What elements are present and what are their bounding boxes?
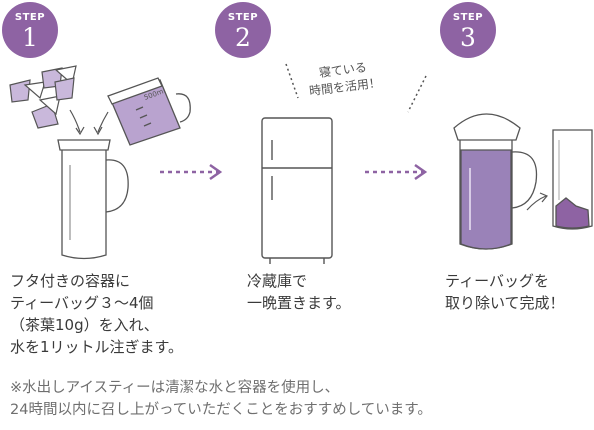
step-1-badge: STEP 1 — [2, 2, 58, 58]
process-illustration: 500ml — [9, 63, 593, 264]
step-1-number: 1 — [22, 23, 38, 52]
arrow-icon — [526, 195, 547, 211]
step-2-badge: STEP 2 — [215, 2, 271, 58]
caption-line: 冷蔵庫で — [247, 272, 308, 290]
caption-line: 水を1リットル注ぎます。 — [10, 338, 184, 356]
step-3-label: STEP — [452, 12, 484, 23]
glass-icon — [552, 129, 593, 230]
pitcher-icon — [57, 139, 129, 260]
step-2-caption: 冷蔵庫で 一晩置きます。 — [247, 270, 351, 314]
step-3-number: 3 — [460, 23, 476, 52]
measuring-cup-icon: 500ml — [107, 77, 191, 146]
refrigerator-icon — [261, 117, 333, 264]
step-3-caption: ティーバッグを 取り除いて完成！ — [445, 270, 565, 314]
caption-line: ティーバッグ３～4個 — [10, 294, 154, 312]
tea-bag-icon — [54, 77, 75, 101]
caption-line: 取り除いて完成！ — [445, 294, 565, 312]
arrow-down-icon — [97, 111, 109, 133]
tea-bag-icon — [9, 79, 46, 103]
caption-line: 一晩置きます。 — [247, 294, 351, 312]
step-2-label: STEP — [227, 12, 259, 23]
footnote-line: ※水出しアイスティーは清潔な水と容器を使用し、 — [10, 380, 340, 396]
caption-line: フタ付きの容器に — [10, 272, 131, 290]
arrow-down-icon — [69, 109, 81, 133]
tea-pitcher-icon — [453, 113, 538, 250]
arrow-head-icon — [414, 163, 428, 181]
caption-line: （茶葉10g）を入れ、 — [10, 316, 159, 334]
step-1-label: STEP — [14, 12, 46, 23]
tea-bag-icon — [31, 95, 61, 129]
footnote-line: 24時間以内に召し上がっていただくことをおすすめしています。 — [10, 402, 432, 418]
step-2-number: 2 — [235, 23, 251, 52]
step-3-badge: STEP 3 — [440, 2, 496, 58]
step-1-caption: フタ付きの容器に ティーバッグ３～4個 （茶葉10g）を入れ、 水を1リットル注… — [10, 270, 183, 358]
footnote: ※水出しアイスティーは清潔な水と容器を使用し、 24時間以内に召し上がっていただ… — [10, 377, 432, 421]
emphasis-line — [407, 75, 427, 113]
caption-line: ティーバッグを — [445, 272, 549, 290]
arrow-head-icon — [209, 163, 223, 181]
emphasis-line — [285, 63, 299, 99]
